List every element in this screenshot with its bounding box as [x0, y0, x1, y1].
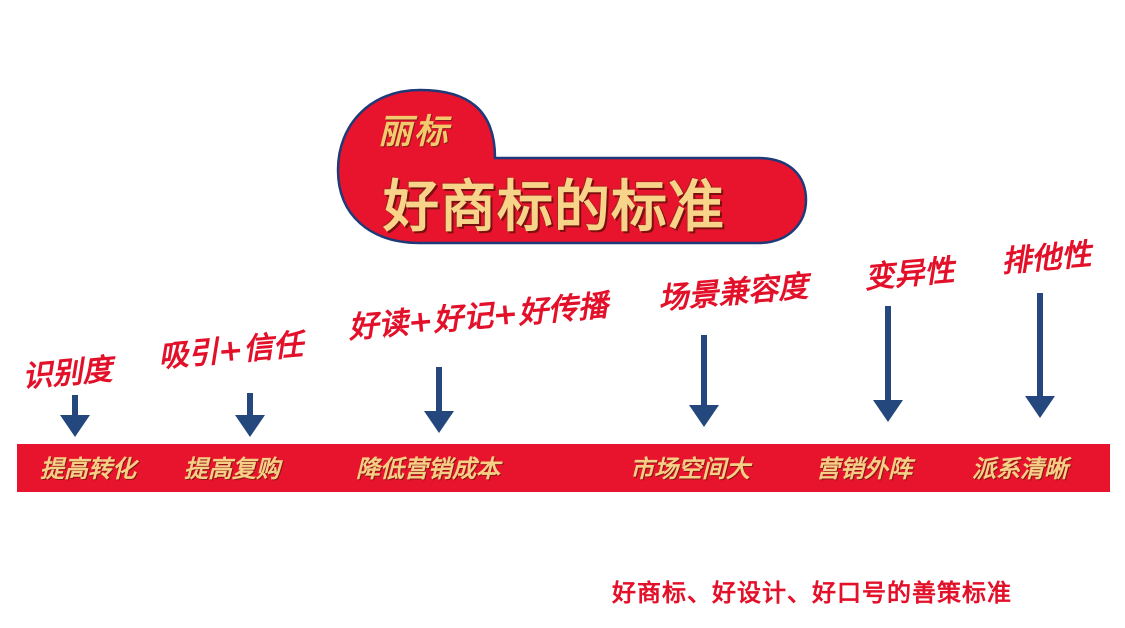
arrow-down-icon: [689, 335, 719, 427]
brand-name: 丽标: [378, 112, 450, 152]
benefit-repurchase: 提高复购: [184, 455, 280, 483]
arrow-down-icon: [60, 395, 90, 437]
criterion-variability: 变异性: [862, 253, 956, 297]
benefit-conversion: 提高转化: [40, 455, 136, 483]
footer-note: 好商标、好设计、好口号的善策标准: [612, 579, 1012, 607]
diagram-title: 好商标的标准: [383, 175, 725, 240]
criterion-recognizability: 识别度: [20, 352, 114, 396]
benefit-bar: [17, 444, 1110, 492]
title-badge-shape: [336, 88, 808, 245]
arrow-down-icon: [235, 393, 265, 437]
arrow-down-icon: [873, 306, 903, 422]
benefit-marketing: 营销外阵: [816, 455, 912, 483]
arrow-down-icon: [1025, 293, 1055, 418]
benefit-clarity: 派系清晰: [972, 455, 1068, 483]
benefit-marketing-cost: 降低营销成本: [356, 455, 500, 483]
criterion-exclusivity: 排他性: [999, 237, 1093, 281]
benefit-market-space: 市场空间大: [630, 455, 750, 483]
arrow-down-icon: [424, 367, 454, 433]
